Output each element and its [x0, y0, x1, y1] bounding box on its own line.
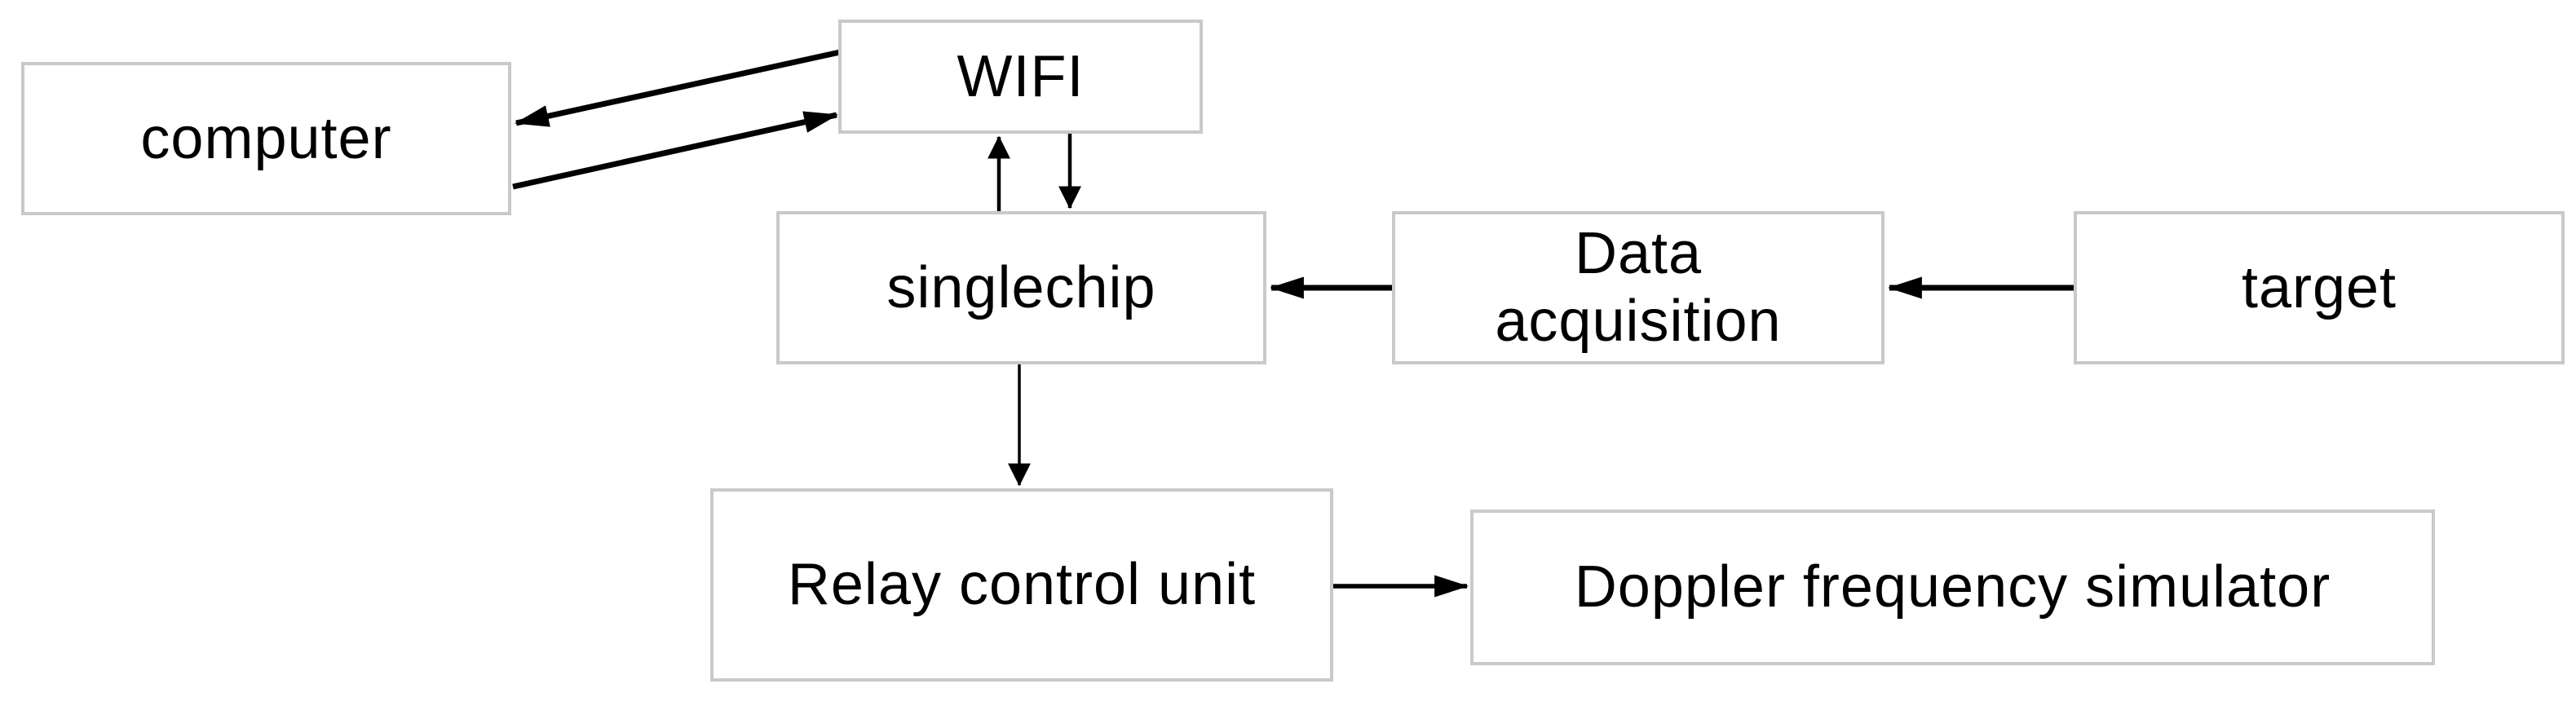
node-computer: computer	[21, 62, 511, 215]
edge-wifi-to-computer	[514, 49, 841, 127]
node-relay-control-unit-label: Relay control unit	[787, 552, 1257, 618]
node-target-label: target	[2241, 254, 2397, 320]
edge-computer-to-wifi	[512, 111, 839, 190]
node-computer-label: computer	[140, 105, 392, 171]
node-data-acquisition: Data acquisition	[1392, 211, 1885, 364]
node-singlechip: singlechip	[776, 211, 1266, 364]
node-doppler-frequency-simulator-label: Doppler frequency simulator	[1574, 554, 2331, 620]
node-target: target	[2074, 211, 2565, 364]
node-wifi-label: WIFI	[957, 43, 1085, 109]
node-doppler-frequency-simulator: Doppler frequency simulator	[1470, 510, 2435, 665]
node-wifi: WIFI	[838, 20, 1203, 134]
node-relay-control-unit: Relay control unit	[710, 488, 1333, 682]
node-data-acquisition-label-line1: Data	[1574, 221, 1703, 287]
node-data-acquisition-label-line2: acquisition	[1495, 289, 1782, 354]
node-singlechip-label: singlechip	[886, 254, 1156, 320]
